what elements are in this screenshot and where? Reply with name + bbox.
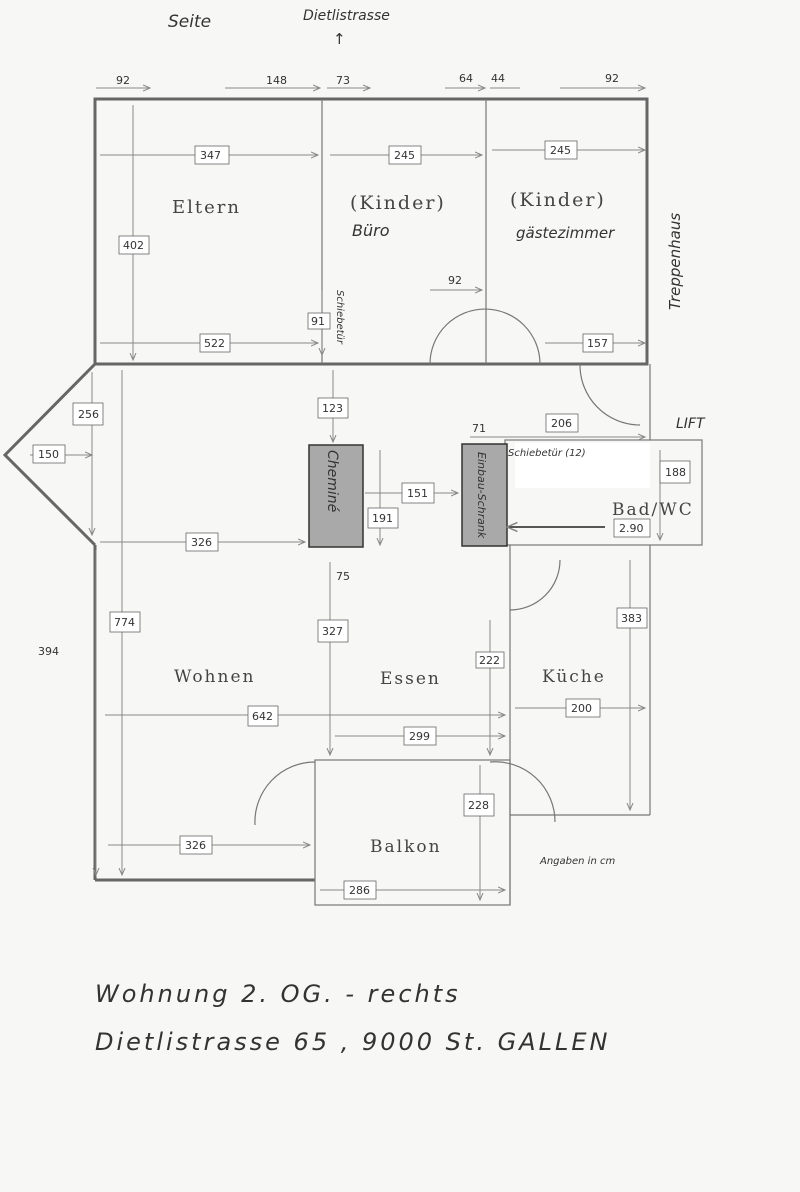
dim-522: 522 (204, 337, 225, 350)
dim-151: 151 (407, 487, 428, 500)
dim-222: 222 (479, 654, 500, 667)
einbauschrank-block (461, 443, 508, 547)
footer-line-2: Dietlistrasse 65 , 9000 St. GALLEN (95, 1028, 611, 1056)
dim-top-148: 148 (266, 74, 287, 87)
dim-188: 188 (665, 466, 686, 479)
dimension-labels: 347 245 245 402 92 91 522 157 256 150 12… (32, 140, 691, 900)
dim-top-92b: 92 (605, 72, 619, 85)
kitchen-door-swing (509, 559, 561, 611)
dim-774: 774 (114, 616, 135, 629)
dim-326b: 326 (185, 839, 206, 852)
dim-75: 75 (336, 570, 350, 583)
dim-228: 228 (468, 799, 489, 812)
balcony-outline (314, 759, 511, 906)
dim-245a: 245 (394, 149, 415, 162)
room-gaestezimmer: gästezimmer (516, 224, 615, 242)
balcony-door-swing-left (254, 761, 316, 826)
dim-200: 200 (571, 702, 592, 715)
room-wohnen: Wohnen (174, 667, 255, 687)
dim-299: 299 (409, 730, 430, 743)
dim-256: 256 (78, 408, 99, 421)
einbauschrank-label: Einbau-Schrank (475, 452, 488, 539)
room-eltern: Eltern (172, 197, 241, 218)
dim-top-92a: 92 (116, 74, 130, 87)
footer-line-1: Wohnung 2. OG. - rechts (95, 980, 461, 1008)
label-schiebetuer-1: Schiebetür (334, 290, 345, 345)
room-balkon: Balkon (370, 837, 442, 857)
dim-91: 91 (311, 315, 325, 328)
dim-394: 394 (38, 645, 59, 658)
dim-150: 150 (38, 448, 59, 461)
label-schiebetuer-2: Schiebetür (12) (508, 448, 586, 459)
dim-top-64: 64 (459, 72, 473, 85)
room-buero: Büro (352, 221, 390, 240)
west-bay-wall (2, 362, 97, 547)
cheminee-label: Cheminé (324, 450, 340, 513)
balcony-door-swing-right (489, 761, 556, 823)
dim-402: 402 (123, 239, 144, 252)
room-kinder-1: (Kinder) (350, 192, 446, 214)
room-kueche: Küche (542, 667, 606, 687)
cheminee-block (308, 444, 364, 548)
dim-top-73: 73 (336, 74, 350, 87)
dim-92: 92 (448, 274, 462, 287)
stair-door-swing (579, 363, 641, 426)
dim-245b: 245 (550, 144, 571, 157)
dim-327: 327 (322, 625, 343, 638)
bath-overpaint (515, 443, 650, 488)
dim-71: 71 (472, 422, 486, 435)
room-essen: Essen (380, 669, 441, 689)
dim-290: 2.90 (619, 522, 644, 535)
bedroom-walls (93, 97, 649, 366)
dim-206: 206 (551, 417, 572, 430)
room-bad-wc: Bad/WC (612, 500, 694, 520)
street-arrow: ↑ (333, 30, 346, 48)
dim-157: 157 (587, 337, 608, 350)
room-kinder-2: (Kinder) (510, 189, 606, 211)
street-label: Dietlistrasse (303, 8, 390, 24)
dim-top-44: 44 (491, 72, 505, 85)
note-angaben: Angaben in cm (539, 856, 615, 867)
dim-347: 347 (200, 149, 221, 162)
dim-286: 286 (349, 884, 370, 897)
dim-383: 383 (621, 612, 642, 625)
dim-326a: 326 (191, 536, 212, 549)
dim-191: 191 (372, 512, 393, 525)
dim-123: 123 (322, 402, 343, 415)
label-treppenhaus: Treppenhaus (666, 213, 684, 310)
side-label: Seite (168, 12, 211, 32)
label-lift: LIFT (676, 416, 706, 432)
dim-642: 642 (252, 710, 273, 723)
